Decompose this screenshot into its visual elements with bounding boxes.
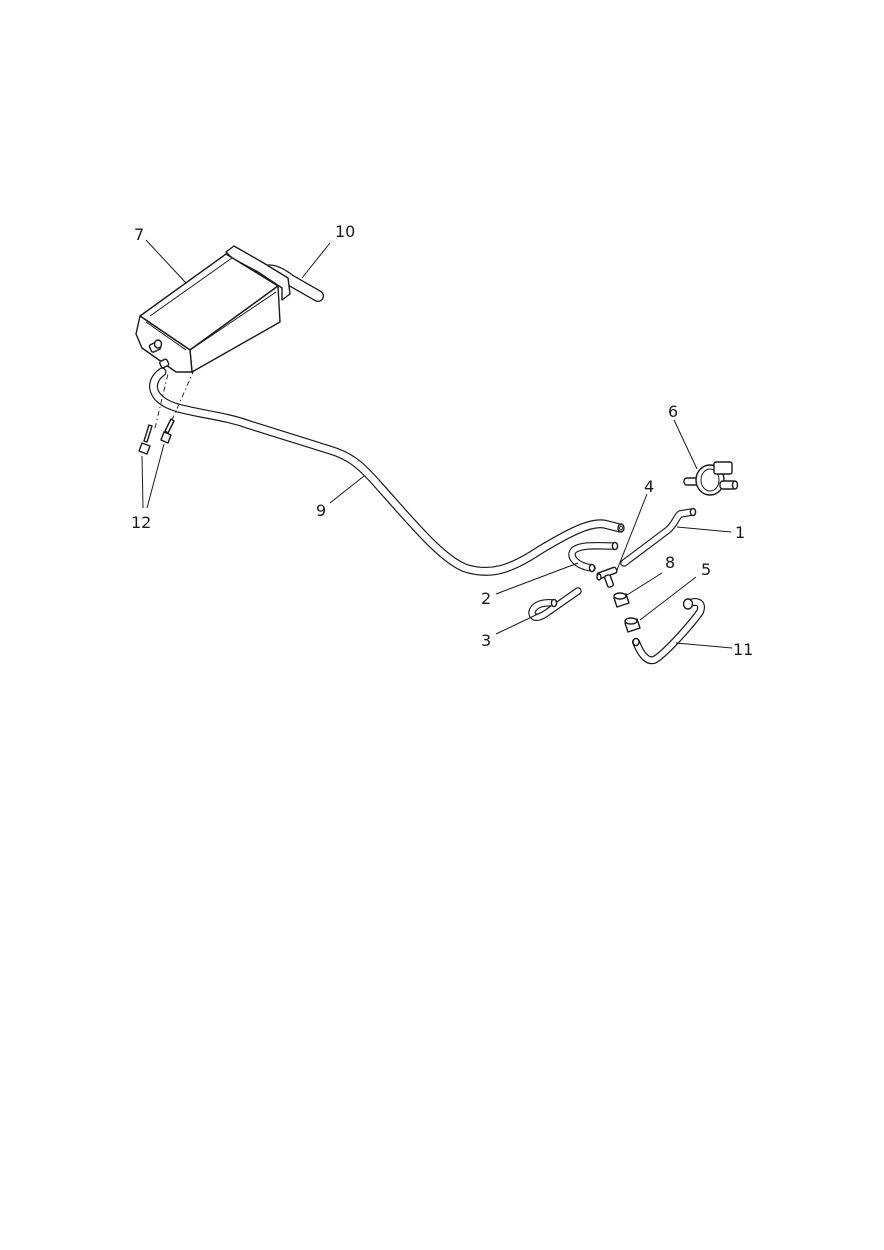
part-3-u-hose[interactable] bbox=[528, 587, 582, 621]
callout-9: 9 bbox=[316, 501, 326, 520]
part-7-charcoal-canister[interactable] bbox=[135, 245, 291, 373]
leader-5 bbox=[639, 576, 697, 621]
leader-8 bbox=[626, 572, 663, 596]
part-1-purge-hose[interactable] bbox=[620, 507, 697, 567]
callout-1: 1 bbox=[735, 523, 745, 542]
callout-10: 10 bbox=[335, 222, 355, 241]
part-5-sleeve[interactable] bbox=[624, 617, 641, 633]
leader-10 bbox=[301, 242, 331, 279]
leader-1 bbox=[676, 526, 732, 533]
part-12-screws[interactable] bbox=[138, 369, 195, 455]
callout-6: 6 bbox=[668, 402, 678, 421]
callout-3: 3 bbox=[481, 631, 491, 650]
leader-3 bbox=[495, 612, 541, 635]
part-9-main-hose[interactable] bbox=[149, 367, 625, 576]
leader-lines bbox=[141, 239, 733, 649]
leader-12a bbox=[141, 455, 144, 509]
part-8-sleeve[interactable] bbox=[613, 592, 630, 608]
leader-9 bbox=[329, 475, 365, 504]
callout-4: 4 bbox=[644, 477, 654, 496]
callout-12: 12 bbox=[131, 513, 151, 532]
leader-12b bbox=[146, 443, 165, 509]
callout-8: 8 bbox=[665, 553, 675, 572]
callout-2: 2 bbox=[481, 589, 491, 608]
screw-right bbox=[160, 418, 175, 444]
leader-6 bbox=[673, 419, 698, 470]
part-2-u-hose[interactable] bbox=[568, 541, 619, 573]
part-4-t-piece[interactable] bbox=[596, 566, 618, 588]
callout-7: 7 bbox=[134, 225, 144, 244]
leader-11 bbox=[675, 642, 733, 649]
leader-2 bbox=[495, 562, 579, 595]
part-11-hose[interactable] bbox=[632, 598, 705, 665]
callout-5: 5 bbox=[701, 560, 711, 579]
part-6-purge-valve[interactable] bbox=[683, 461, 739, 496]
screw-left bbox=[138, 424, 153, 455]
leader-7 bbox=[145, 239, 187, 284]
callout-11: 11 bbox=[733, 640, 753, 659]
callout-labels: 7 10 6 4 9 12 1 8 5 2 3 11 bbox=[131, 222, 753, 659]
leader-4 bbox=[616, 493, 648, 571]
